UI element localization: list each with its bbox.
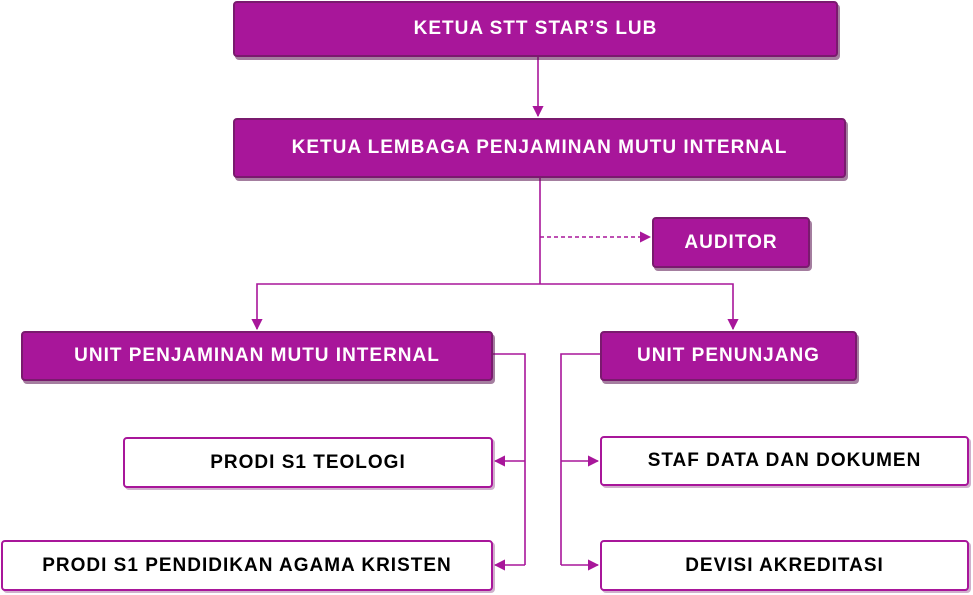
node-ketua-stt: KETUA STT STAR’S LUB xyxy=(233,1,838,57)
node-ketua-lpmi: KETUA LEMBAGA PENJAMINAN MUTU INTERNAL xyxy=(233,118,846,178)
node-unit-penunjang: UNIT PENUNJANG xyxy=(600,331,857,381)
node-unit-penjaminan-mutu-internal: UNIT PENJAMINAN MUTU INTERNAL xyxy=(21,331,493,381)
node-staf-data-dan-dokumen: STAF DATA DAN DOKUMEN xyxy=(600,436,969,486)
connector-lpmi-to-upmi xyxy=(251,283,540,331)
node-prodi-teologi-label: PRODI S1 TEOLOGI xyxy=(210,451,406,473)
connector-penunjang-spine xyxy=(560,353,600,565)
node-staf-data-label: STAF DATA DAN DOKUMEN xyxy=(647,450,922,471)
node-auditor-label: AUDITOR xyxy=(684,231,778,253)
node-prodi-pak-label: PRODI S1 PENDIDIKAN AGAMA KRISTEN xyxy=(42,554,452,576)
node-devisi-label: DEVISI AKREDITASI xyxy=(685,554,884,576)
node-ketua-stt-label: KETUA STT STAR’S LUB xyxy=(413,18,658,39)
node-prodi-s1-teologi: PRODI S1 TEOLOGI xyxy=(123,437,493,488)
node-unit-penunjang-label: UNIT PENUNJANG xyxy=(637,345,820,366)
node-auditor: AUDITOR xyxy=(652,217,810,268)
node-ketua-lpmi-label: KETUA LEMBAGA PENJAMINAN MUTU INTERNAL xyxy=(291,137,788,158)
node-devisi-akreditasi: DEVISI AKREDITASI xyxy=(600,540,969,591)
node-prodi-s1-pak: PRODI S1 PENDIDIKAN AGAMA KRISTEN xyxy=(1,540,493,591)
connector-upmi-spine xyxy=(493,353,526,565)
connector-lpmi-to-unit-penunjang xyxy=(540,283,739,331)
node-upmi-label: UNIT PENJAMINAN MUTU INTERNAL xyxy=(74,345,440,366)
